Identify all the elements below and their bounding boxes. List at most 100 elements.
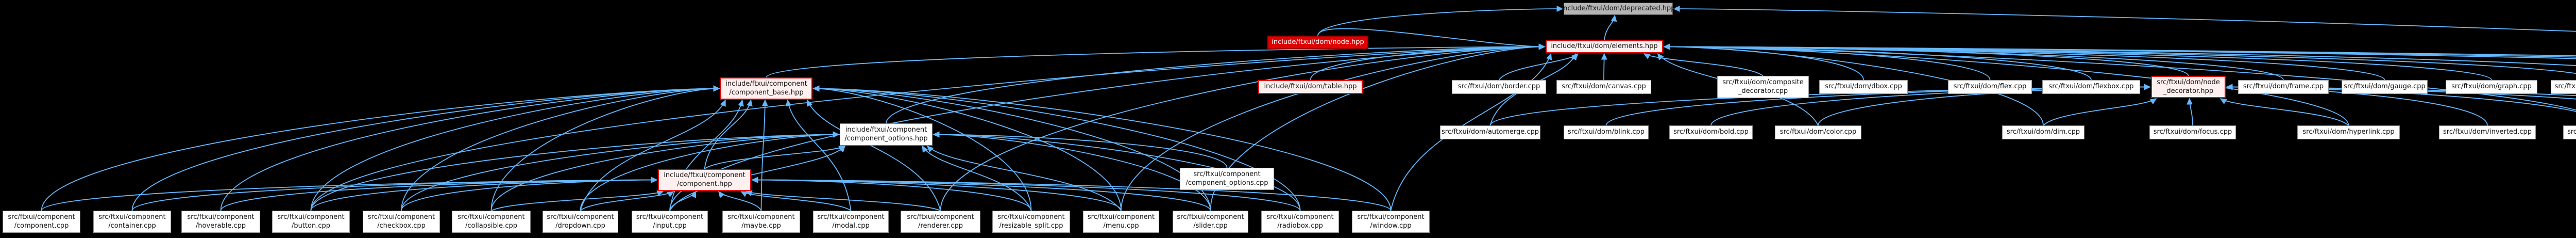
- edge-node-hpp-to-deprecated-hpp: [1317, 6, 1564, 36]
- edge-modal-cpp-to-component-hpp: [740, 191, 852, 211]
- graph-node-dbox-cpp[interactable]: src/ftxui/dom/dbox.cpp: [1819, 80, 1908, 94]
- graph-node-border-cpp[interactable]: src/ftxui/dom/border.cpp: [1452, 80, 1546, 94]
- graph-node-color-cpp[interactable]: src/ftxui/dom/color.cpp: [1775, 125, 1861, 139]
- graph-node-radiobox-cpp[interactable]: src/ftxui/component /radiobox.cpp: [1261, 211, 1339, 233]
- edge-composite-decorator-cpp-to-elements-hpp: [1643, 53, 1764, 76]
- graph-node-hoverable-cpp[interactable]: src/ftxui/component /hoverable.cpp: [181, 211, 260, 233]
- edge-flex-cpp-to-elements-hpp: [1663, 43, 1991, 81]
- edge-modal-cpp-to-component-base-hpp: [785, 99, 852, 211]
- graph-node-automerge-cpp[interactable]: src/ftxui/dom/automerge.cpp: [1440, 125, 1540, 139]
- edge-slider-cpp-to-component-base-hpp: [812, 85, 1211, 211]
- edge-renderer-cpp-to-component-base-hpp: [806, 99, 941, 211]
- graph-node-table-hpp[interactable]: include/ftxui/dom/table.hpp: [1258, 80, 1363, 94]
- graph-node-blink-cpp[interactable]: src/ftxui/dom/blink.cpp: [1564, 125, 1649, 139]
- edge-elements-hpp-to-deprecated-hpp: [1604, 14, 1617, 41]
- edge-window-cpp-to-component-base-hpp: [812, 85, 1392, 211]
- edge-text-cpp-to-deprecated-hpp: [1673, 6, 2576, 32]
- graph-node-button-cpp[interactable]: src/ftxui/component /button.cpp: [272, 211, 350, 233]
- edge-container-cpp-to-component-base-hpp: [131, 85, 720, 211]
- edge-button-cpp-to-component-base-hpp: [310, 85, 720, 211]
- graph-node-dim-cpp[interactable]: src/ftxui/dom/dim.cpp: [2002, 125, 2084, 139]
- graph-node-renderer-cpp[interactable]: src/ftxui/component /renderer.cpp: [901, 211, 980, 233]
- graph-node-inverted-cpp[interactable]: src/ftxui/dom/inverted.cpp: [2439, 125, 2536, 139]
- edge-resizable-split-cpp-to-component-base-hpp: [812, 85, 1032, 211]
- edge-checkbox-cpp-to-component-base-hpp: [401, 85, 720, 211]
- edge-dropdown-cpp-to-component-hpp: [580, 191, 674, 211]
- graph-node-elements-hpp[interactable]: include/ftxui/dom/elements.hpp: [1546, 40, 1663, 53]
- edge-button-cpp-to-component-options-hpp: [310, 131, 840, 211]
- graph-node-modal-cpp[interactable]: src/ftxui/component /modal.cpp: [813, 211, 889, 233]
- edge-hoverable-cpp-to-component-hpp: [220, 177, 658, 211]
- edge-input-cpp-to-elements-hpp: [669, 43, 1546, 211]
- graph-node-gauge-cpp[interactable]: src/ftxui/dom/gauge.cpp: [2342, 80, 2428, 94]
- edge-node-decorator-hpp-to-elements-hpp: [1663, 43, 2189, 76]
- edge-component-options-cpp-to-component-options-hpp: [933, 131, 1228, 168]
- graph-node-node-hpp[interactable]: include/ftxui/dom/node.hpp: [1267, 36, 1368, 49]
- graph-node-flex-cpp[interactable]: src/ftxui/dom/flex.cpp: [1948, 80, 2032, 94]
- edge-menu-cpp-to-component-base-hpp: [812, 85, 1122, 211]
- edge-slider-cpp-to-component-hpp: [751, 177, 1211, 211]
- graph-node-frame-cpp[interactable]: src/ftxui/dom/frame.cpp: [2238, 80, 2329, 94]
- edge-maybe-cpp-to-component-base-hpp: [760, 99, 768, 211]
- graph-node-canvas-cpp[interactable]: src/ftxui/dom/canvas.cpp: [1556, 80, 1651, 94]
- edge-border-cpp-to-elements-hpp: [1498, 53, 1579, 81]
- graph-node-composite-decorator-cpp[interactable]: src/ftxui/dom/composite _decorator.cpp: [1717, 76, 1809, 98]
- graph-node-component-options-hpp[interactable]: include/ftxui/component /component_optio…: [840, 123, 933, 146]
- edge-checkbox-cpp-to-component-options-hpp: [401, 131, 840, 211]
- graph-node-component-options-cpp[interactable]: src/ftxui/component /component_options.c…: [1180, 168, 1274, 190]
- graph-node-collapsible-cpp[interactable]: src/ftxui/component /collapsible.cpp: [452, 211, 531, 233]
- edge-gauge-cpp-to-elements-hpp: [1663, 43, 2385, 81]
- edge-window-cpp-to-component-hpp: [751, 177, 1392, 211]
- graph-node-focus-cpp[interactable]: src/ftxui/dom/focus.cpp: [2149, 125, 2236, 139]
- graph-node-hyperlink-cpp[interactable]: src/ftxui/dom/hyperlink.cpp: [2297, 125, 2400, 139]
- edge-button-cpp-to-component-hpp: [310, 177, 658, 211]
- edge-slider-cpp-to-component-options-hpp: [933, 131, 1211, 211]
- graph-node-checkbox-cpp[interactable]: src/ftxui/component /checkbox.cpp: [363, 211, 440, 233]
- edge-input-cpp-to-component-base-hpp: [669, 99, 744, 211]
- edge-gridbox-cpp-to-elements-hpp: [1663, 43, 2576, 74]
- edge-c-component-cpp-to-component-base-hpp: [41, 85, 720, 211]
- graph-node-c-component-cpp[interactable]: src/ftxui/component /component.cpp: [3, 211, 80, 233]
- edge-graph-cpp-to-elements-hpp: [1663, 43, 2492, 81]
- graph-node-deprecated-hpp[interactable]: include/ftxui/dom/deprecated.hpp: [1562, 3, 1675, 15]
- graph-node-input-cpp[interactable]: src/ftxui/component /input.cpp: [632, 211, 708, 233]
- edge-c-component-cpp-to-component-hpp: [41, 177, 658, 211]
- edge-component-base-hpp-to-elements-hpp: [766, 43, 1546, 78]
- edge-dropdown-cpp-to-component-base-hpp: [580, 99, 726, 211]
- graph-node-gridbox-cpp[interactable]: src/ftxui/dom/gridbox.cpp: [2551, 80, 2576, 94]
- edge-flexbox-cpp-to-elements-hpp: [1663, 43, 2092, 81]
- edge-focus-cpp-to-node-decorator-hpp: [2187, 98, 2193, 126]
- graph-node-menu-cpp[interactable]: src/ftxui/component /menu.cpp: [1083, 211, 1159, 233]
- graph-node-container-cpp[interactable]: src/ftxui/component /container.cpp: [93, 211, 171, 233]
- edge-component-hpp-to-component-options-hpp: [704, 146, 846, 169]
- edge-component-options-hpp-to-elements-hpp: [886, 43, 1546, 124]
- graph-node-dropdown-cpp[interactable]: src/ftxui/component /dropdown.cpp: [543, 211, 618, 233]
- graph-node-component-hpp[interactable]: include/ftxui/component /component.hpp: [658, 169, 751, 191]
- edge-dbox-cpp-to-elements-hpp: [1663, 43, 1864, 81]
- edge-resizable-split-cpp-to-component-hpp: [751, 177, 1032, 211]
- graph-node-node-decorator-hpp[interactable]: src/ftxui/dom/node _decorator.hpp: [2151, 76, 2226, 98]
- edge-input-cpp-to-component-hpp: [669, 191, 697, 211]
- graph-node-resizable-split-cpp[interactable]: src/ftxui/component /resizable_split.cpp: [992, 211, 1070, 233]
- edge-menu-cpp-to-component-hpp: [751, 177, 1122, 211]
- graph-node-graph-cpp[interactable]: src/ftxui/dom/graph.cpp: [2446, 80, 2537, 94]
- graph-node-maybe-cpp[interactable]: src/ftxui/component /maybe.cpp: [722, 211, 800, 233]
- graph-node-window-cpp[interactable]: src/ftxui/component /window.cpp: [1352, 211, 1430, 233]
- edge-hbox-cpp-to-elements-hpp: [1663, 43, 2576, 67]
- edge-resizable-split-cpp-to-component-options-hpp: [922, 145, 1032, 211]
- edge-menu-cpp-to-component-options-hpp: [926, 145, 1122, 211]
- graph-node-component-base-hpp[interactable]: include/ftxui/component /component_base.…: [720, 77, 812, 100]
- graph-node-flexbox-cpp[interactable]: src/ftxui/dom/flexbox.cpp: [2042, 80, 2140, 94]
- edge-frame-cpp-to-elements-hpp: [1663, 43, 2284, 81]
- edge-collapsible-cpp-to-component-base-hpp: [490, 85, 720, 211]
- edge-maybe-cpp-to-component-hpp: [718, 191, 762, 211]
- graph-node-italic-cpp[interactable]: src/ftxui/dom/italic.cpp: [2563, 125, 2576, 139]
- edge-hoverable-cpp-to-component-base-hpp: [220, 85, 720, 211]
- edge-dim-cpp-to-node-decorator-hpp: [2043, 98, 2157, 126]
- edge-checkbox-cpp-to-component-hpp: [401, 177, 658, 211]
- graph-node-slider-cpp[interactable]: src/ftxui/component /slider.cpp: [1173, 211, 1248, 233]
- edge-table-hpp-to-elements-hpp: [1310, 43, 1546, 81]
- edge-radiobox-cpp-to-component-base-hpp: [812, 85, 1301, 211]
- graph-node-bold-cpp[interactable]: src/ftxui/dom/bold.cpp: [1669, 125, 1753, 139]
